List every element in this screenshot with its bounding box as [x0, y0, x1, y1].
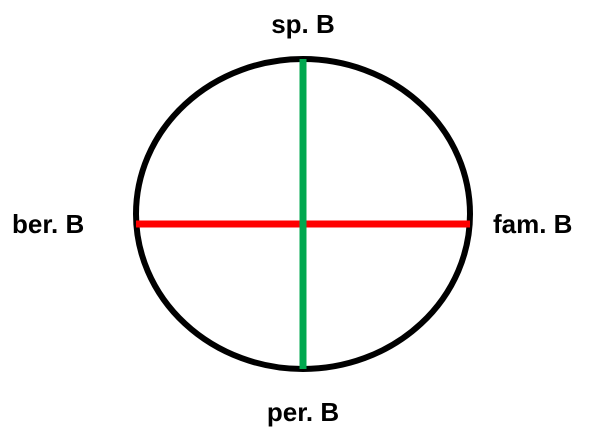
label-top: sp. B: [271, 9, 335, 39]
label-right: fam. B: [493, 209, 572, 239]
label-left: ber. B: [12, 209, 84, 239]
label-bottom: per. B: [267, 397, 339, 427]
